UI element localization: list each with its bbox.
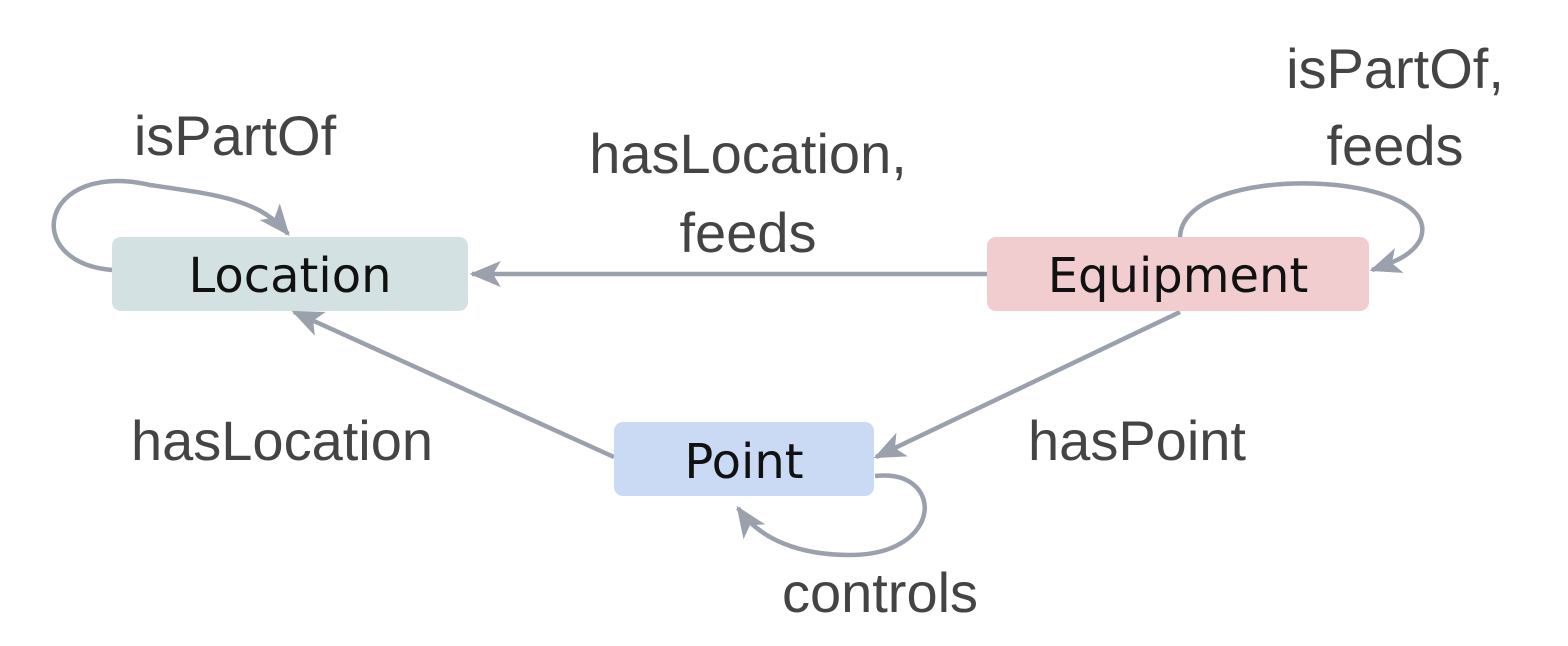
edge-point-self-loop bbox=[736, 473, 927, 558]
node-equipment-box bbox=[987, 237, 1369, 311]
node-point[interactable]: Point bbox=[614, 422, 874, 496]
node-point-label: Point bbox=[684, 434, 803, 490]
node-point-box bbox=[614, 422, 874, 496]
edge-label-equipment-self-line1: isPartOf, bbox=[1286, 37, 1504, 100]
edge-label-equipment-to-point: hasPoint bbox=[1028, 409, 1246, 472]
node-location[interactable]: Location bbox=[112, 237, 468, 311]
edge-label-equipment-to-location-line2: feeds bbox=[680, 201, 817, 264]
node-equipment-label: Equipment bbox=[1048, 248, 1309, 304]
edge-equipment-to-point bbox=[873, 309, 1181, 460]
edge-point-to-location bbox=[291, 309, 615, 460]
edge-equipment-self-loop bbox=[1177, 181, 1425, 273]
edge-label-point-self: controls bbox=[782, 561, 978, 624]
node-equipment[interactable]: Equipment bbox=[987, 237, 1369, 311]
node-location-box bbox=[112, 237, 468, 311]
edge-location-self-loop bbox=[51, 178, 290, 273]
edge-label-equipment-self-line2: feeds bbox=[1327, 114, 1464, 177]
edge-label-location-self: isPartOf bbox=[134, 104, 337, 167]
node-location-label: Location bbox=[188, 248, 391, 304]
edge-label-point-to-location: hasLocation bbox=[131, 409, 433, 472]
edge-label-equipment-to-location-line1: hasLocation, bbox=[589, 122, 907, 185]
